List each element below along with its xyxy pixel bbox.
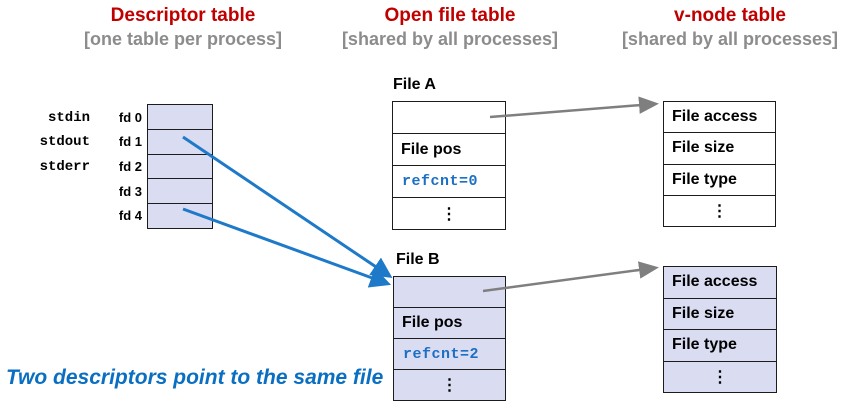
vnode2-ellipsis-cell: ⋮ xyxy=(712,368,728,386)
caption-text: Two descriptors point to the same file xyxy=(6,366,384,389)
file-b-pointer-cell xyxy=(394,277,505,308)
vnode1-file-type-cell: File type xyxy=(664,165,775,196)
file-b-filepos-cell: File pos xyxy=(394,308,505,339)
vnode2-file-type-cell: File type xyxy=(664,330,776,362)
vnode-table-2: File access File size File type ⋮ xyxy=(663,266,777,393)
fd-label-3: fd 3 xyxy=(118,184,142,199)
std-label-stdin: stdin xyxy=(47,109,90,126)
file-b-title: File B xyxy=(396,251,440,268)
descriptor-cell-fd4 xyxy=(148,204,212,228)
arrow-file-a-to-vnode1 xyxy=(489,96,659,119)
file-a-refcnt-cell: refcnt=0 xyxy=(393,166,505,198)
header-subtitle: [shared by all processes] xyxy=(341,29,559,49)
arrow-fd1-to-file-b xyxy=(182,135,393,279)
vnode-table-1: File access File size File type ⋮ xyxy=(663,101,776,227)
fd-label-1: fd 1 xyxy=(118,134,142,149)
file-a-table: File pos refcnt=0 ⋮ xyxy=(392,101,506,230)
descriptor-cell-fd2 xyxy=(148,155,212,180)
file-a-ellipsis-cell: ⋮ xyxy=(441,205,457,223)
file-b-table: File pos refcnt=2 ⋮ xyxy=(393,276,506,401)
descriptor-cell-fd1 xyxy=(148,130,212,155)
header-subtitle: [shared by all processes] xyxy=(621,29,839,49)
fd-label-0: fd 0 xyxy=(118,110,142,125)
descriptor-table xyxy=(147,104,213,229)
arrow-fd4-to-file-b xyxy=(182,207,392,288)
descriptor-cell-fd3 xyxy=(148,179,212,205)
vnode1-file-size-cell: File size xyxy=(664,133,775,165)
file-a-pointer-cell xyxy=(393,102,505,134)
vnode1-ellipsis-cell: ⋮ xyxy=(711,202,728,220)
fd-label-2: fd 2 xyxy=(118,159,142,174)
vnode1-file-access-cell: File access xyxy=(664,102,775,134)
header-descriptor-table: Descriptor table [one table per process] xyxy=(53,4,313,50)
header-title: Open file table xyxy=(384,5,516,26)
std-label-stdout: stdout xyxy=(39,133,90,150)
vnode2-file-size-cell: File size xyxy=(664,299,776,330)
header-title: v-node table xyxy=(674,5,786,26)
header-vnode-table: v-node table [shared by all processes] xyxy=(600,4,849,50)
vnode2-file-access-cell: File access xyxy=(664,267,776,299)
file-b-ellipsis-cell: ⋮ xyxy=(441,377,458,394)
file-a-filepos-cell: File pos xyxy=(393,134,505,166)
header-title: Descriptor table xyxy=(110,5,256,26)
file-b-refcnt-cell: refcnt=2 xyxy=(394,339,505,370)
header-open-file-table: Open file table [shared by all processes… xyxy=(320,4,580,50)
fd-label-4: fd 4 xyxy=(118,208,142,223)
descriptor-cell-fd0 xyxy=(148,105,212,130)
arrow-file-b-to-vnode2 xyxy=(482,261,659,293)
std-label-stderr: stderr xyxy=(39,158,90,175)
file-a-title: File A xyxy=(393,76,436,93)
header-subtitle: [one table per process] xyxy=(83,29,283,49)
